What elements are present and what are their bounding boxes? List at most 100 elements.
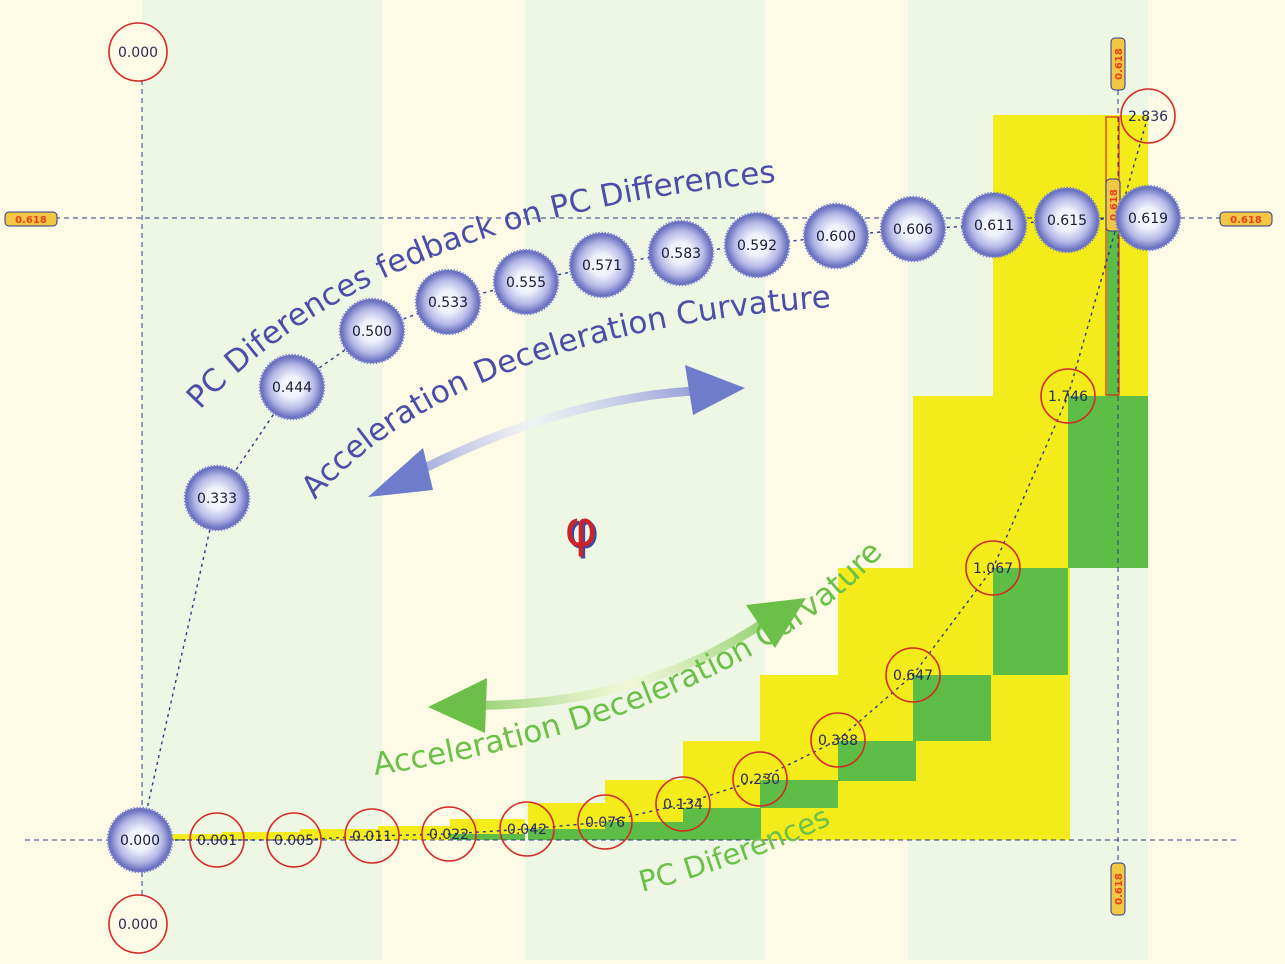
difference-circle xyxy=(655,776,711,832)
green-block-5 xyxy=(838,741,916,781)
feedback-value: 0.606 xyxy=(893,222,933,238)
feedback-point-13: 0.619 xyxy=(1114,184,1182,252)
difference-point-3: 0.011 xyxy=(344,808,400,864)
feedback-ball xyxy=(183,464,251,532)
feedback-value: 0.533 xyxy=(428,295,468,311)
axis-origin-bottom-circle xyxy=(108,894,168,954)
difference-point-7: 0.134 xyxy=(655,776,711,832)
difference-circle xyxy=(1120,88,1176,144)
feedback-value: 0.611 xyxy=(974,218,1014,234)
feedback-ball xyxy=(1114,184,1182,252)
difference-point-1: 0.001 xyxy=(189,812,245,868)
golden-tags: 0.618 0.618 0.618 0.618 0.618 xyxy=(4,37,1273,916)
feedback-ball xyxy=(492,248,560,316)
feedback-point-7: 0.583 xyxy=(647,219,715,287)
feedback-point-5: 0.555 xyxy=(492,248,560,316)
golden-tag-box xyxy=(1110,37,1126,91)
feedback-point-10: 0.606 xyxy=(879,195,947,263)
feedback-ball xyxy=(414,268,482,336)
difference-value: 0.134 xyxy=(663,797,703,813)
stripe-0 xyxy=(142,0,382,960)
feedback-point-6: 0.571 xyxy=(568,231,636,299)
golden-tag-label: 0.618 xyxy=(15,215,47,226)
green-block-9 xyxy=(1107,212,1119,396)
golden-tag-box xyxy=(1219,211,1273,227)
green-block-3 xyxy=(683,808,761,840)
green-arrow-head-right xyxy=(746,598,806,648)
axis-origin-top-value: 0.000 xyxy=(118,45,158,61)
feedback-ball xyxy=(647,219,715,287)
difference-circle xyxy=(1040,368,1096,424)
green-block-8 xyxy=(1068,396,1148,568)
difference-value: 0.022 xyxy=(429,827,469,843)
feedback-value: 0.583 xyxy=(661,246,701,262)
difference-circle xyxy=(189,812,245,868)
feedback-ball xyxy=(960,191,1028,259)
difference-value: 2.836 xyxy=(1128,109,1168,125)
feedback-point-8: 0.592 xyxy=(723,211,791,279)
difference-value: 0.388 xyxy=(818,733,858,749)
feedback-ball xyxy=(258,353,326,421)
phi-glyph: φ xyxy=(565,500,598,558)
axis-origin-top-circle xyxy=(108,22,168,82)
feedback-point-1: 0.333 xyxy=(183,464,251,532)
dotted-curves xyxy=(139,115,1149,841)
golden-tag-label: 0.618 xyxy=(1109,189,1120,221)
green-block-1 xyxy=(528,829,606,840)
difference-point-2: 0.005 xyxy=(266,812,322,868)
difference-value: 1.067 xyxy=(973,561,1013,577)
yellow-block-8 xyxy=(760,675,838,840)
green-arrow-shaft xyxy=(455,610,780,710)
feedback-value: 0.555 xyxy=(506,275,546,291)
difference-circle xyxy=(499,801,555,857)
difference-point-13: 2.836 xyxy=(1120,88,1176,144)
feedback-point-3: 0.500 xyxy=(338,297,406,365)
golden-tag-3: 0.618 xyxy=(1110,862,1126,916)
axis-origin-bottom-value: 0.000 xyxy=(118,917,158,933)
feedback-value: 0.444 xyxy=(272,380,312,396)
feedback-ball xyxy=(723,211,791,279)
yellow-block-2 xyxy=(300,829,380,840)
difference-point-8: 0.230 xyxy=(732,751,788,807)
difference-point-11: 1.067 xyxy=(965,540,1021,596)
axis-origin-top: 0.000 xyxy=(108,22,168,82)
difference-value: 0.230 xyxy=(740,772,780,788)
difference-value: 0.011 xyxy=(352,829,392,845)
curvature-arrows xyxy=(368,365,806,733)
difference-circle xyxy=(577,794,633,850)
difference-value: 0.005 xyxy=(274,833,314,849)
green-block-6 xyxy=(913,675,991,741)
yellow-block-10 xyxy=(913,396,993,840)
difference-circle xyxy=(810,712,866,768)
feedback-value: 0.500 xyxy=(352,324,392,340)
yellow-block-1 xyxy=(222,832,302,840)
difference-curve xyxy=(140,115,1149,841)
difference-circle xyxy=(732,751,788,807)
difference-point-10: 0.647 xyxy=(885,647,941,703)
feedback-point-11: 0.611 xyxy=(960,191,1028,259)
feedback-point-9: 0.600 xyxy=(802,202,870,270)
axis-origin-labels: 0.000 0.000 xyxy=(108,22,168,954)
blue-arrow-shaft xyxy=(393,385,717,487)
green-arrow-head-left xyxy=(428,678,487,733)
golden-bar-outline xyxy=(1105,116,1120,396)
difference-value: 1.746 xyxy=(1048,389,1088,405)
difference-value: 0.647 xyxy=(893,668,933,684)
golden-tag-1: 0.618 xyxy=(1219,211,1273,227)
feedback-ball xyxy=(1033,186,1101,254)
feedback-ball xyxy=(106,806,174,874)
phi-symbol: φ φ xyxy=(565,500,600,560)
feedback-point-12: 0.615 xyxy=(1033,186,1101,254)
yellow-block-0 xyxy=(172,834,232,840)
difference-circle xyxy=(344,808,400,864)
difference-point-9: 0.388 xyxy=(810,712,866,768)
golden-tag-label: 0.618 xyxy=(1114,48,1125,80)
golden-tag-label: 0.618 xyxy=(1114,873,1125,905)
feedback-ball xyxy=(879,195,947,263)
feedback-curve xyxy=(139,217,1149,841)
difference-value: 0.042 xyxy=(507,822,547,838)
difference-point-4: 0.022 xyxy=(421,806,477,862)
phi-shadow: φ xyxy=(567,502,600,560)
